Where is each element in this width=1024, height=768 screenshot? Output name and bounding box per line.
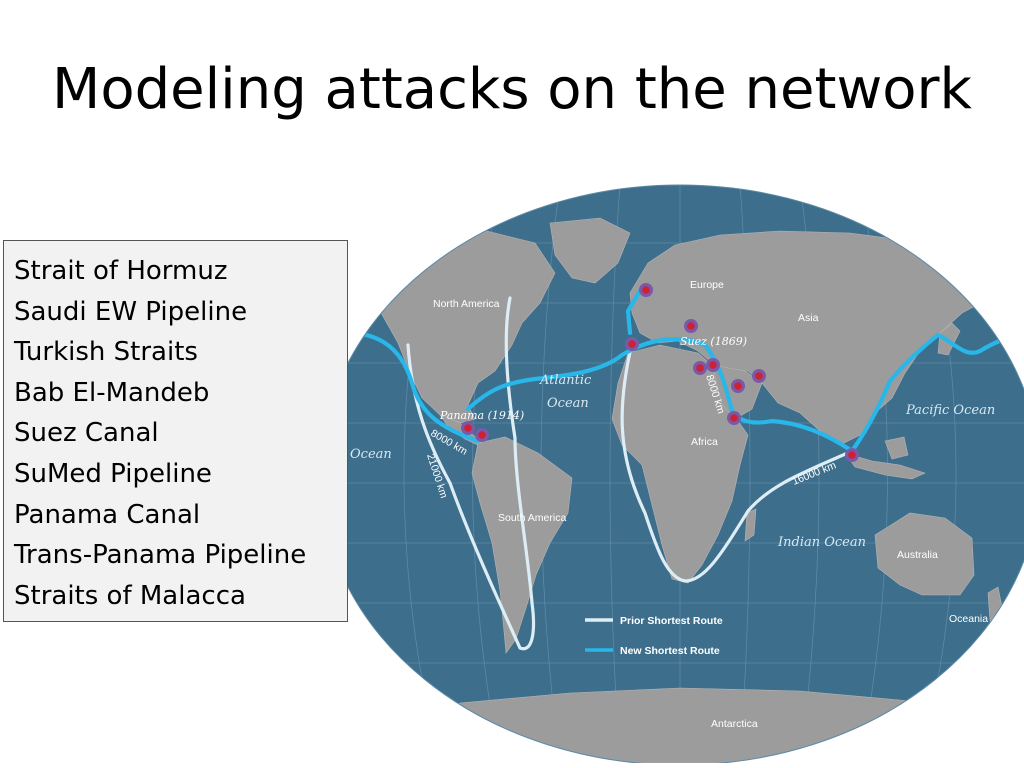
new-route-pacific-panama (337, 328, 481, 444)
chokepoint-list: Strait of Hormuz Saudi EW Pipeline Turki… (3, 240, 348, 622)
chokepoint-item: Turkish Straits (14, 337, 198, 368)
madagascar (744, 508, 757, 542)
attack-marker (845, 448, 859, 462)
attack-marker (639, 283, 653, 297)
chokepoint-item: Saudi EW Pipeline (14, 296, 248, 327)
prior-route-americas (406, 296, 536, 651)
attack-marker (684, 319, 698, 333)
indonesia (844, 452, 926, 480)
attack-marker (752, 369, 766, 383)
attack-marker (461, 421, 475, 435)
label-atlantic-2: Ocean (547, 396, 589, 411)
label-asia: Asia (798, 312, 819, 324)
label-panama: Panama (1914) (439, 409, 524, 422)
legend-new-label: New Shortest Route (620, 645, 720, 657)
label-australia: Australia (897, 549, 938, 561)
attack-marker (693, 361, 707, 375)
attack-marker (706, 358, 720, 372)
chokepoint-item: Suez Canal (14, 418, 159, 449)
label-antarctica: Antarctica (711, 718, 758, 730)
attack-marker (475, 428, 489, 442)
antarctica (339, 687, 1021, 763)
world-shipping-map: North America South America Europe Asia … (319, 184, 1024, 763)
prior-routes (406, 296, 854, 651)
route-legend: Prior Shortest Route New Shortest Route (585, 615, 723, 657)
south-america (471, 436, 573, 654)
chokepoint-item: Panama Canal (14, 499, 201, 530)
chokepoint-item: Bab El-Mandeb (14, 377, 210, 408)
prior-route-africa (620, 341, 854, 583)
slide-title: Modeling attacks on the network (52, 57, 972, 122)
new-route-europe (625, 288, 643, 336)
borneo (884, 436, 909, 460)
new-routes (337, 288, 1024, 454)
label-pacific-east: Pacific Ocean (905, 403, 995, 418)
label-south-america: South America (498, 512, 566, 524)
new-route-pacific-asia (849, 332, 1024, 454)
label-indian-ocean: Indian Ocean (777, 535, 866, 550)
attack-marker (625, 337, 639, 351)
label-europe: Europe (690, 279, 724, 291)
chokepoint-item: Trans-Panama Pipeline (14, 540, 307, 571)
australia (874, 512, 975, 596)
attack-marker (727, 411, 741, 425)
greenland (549, 217, 631, 284)
label-atlantic-1: Atlantic (539, 373, 592, 388)
chokepoint-item: SuMed Pipeline (14, 458, 212, 489)
chokepoint-item: Straits of Malacca (14, 580, 246, 611)
label-africa: Africa (691, 436, 718, 448)
label-north-america: North America (433, 298, 500, 310)
legend-prior-label: Prior Shortest Route (620, 615, 723, 627)
chokepoint-item: Strait of Hormuz (14, 256, 228, 286)
label-oceania: Oceania (949, 613, 988, 625)
new-route-caribbean (465, 337, 855, 454)
label-suez: Suez (1869) (680, 335, 747, 348)
label-pacific-west: Ocean (350, 447, 392, 462)
attack-marker (731, 379, 745, 393)
attack-markers (461, 283, 859, 462)
